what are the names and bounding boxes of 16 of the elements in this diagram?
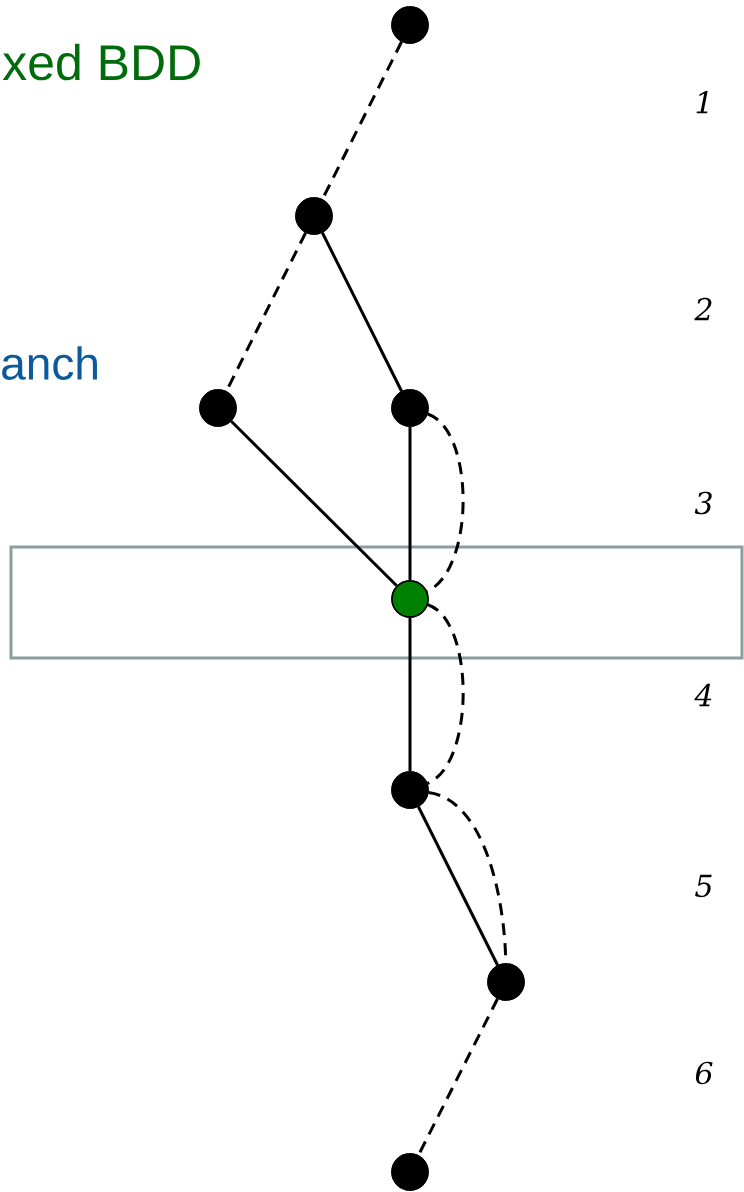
level-number: 4: [694, 683, 712, 707]
level-number: 6: [695, 1061, 713, 1085]
connector-line: [426, 603, 465, 785]
connector-line: [417, 806, 499, 966]
connector-line: [426, 412, 465, 593]
connector-line: [408, 617, 412, 772]
level-number: 1: [696, 90, 708, 114]
connector-line: [321, 232, 403, 392]
level-number: 5: [695, 874, 712, 898]
level-number: 2: [694, 297, 712, 321]
connector-line: [417, 998, 499, 1156]
level-number: 3: [694, 491, 712, 515]
heading-text: anch: [2, 346, 97, 380]
connector-line: [230, 420, 398, 587]
connector-line: [408, 426, 412, 581]
heading-text: xed BDD: [2, 43, 200, 81]
